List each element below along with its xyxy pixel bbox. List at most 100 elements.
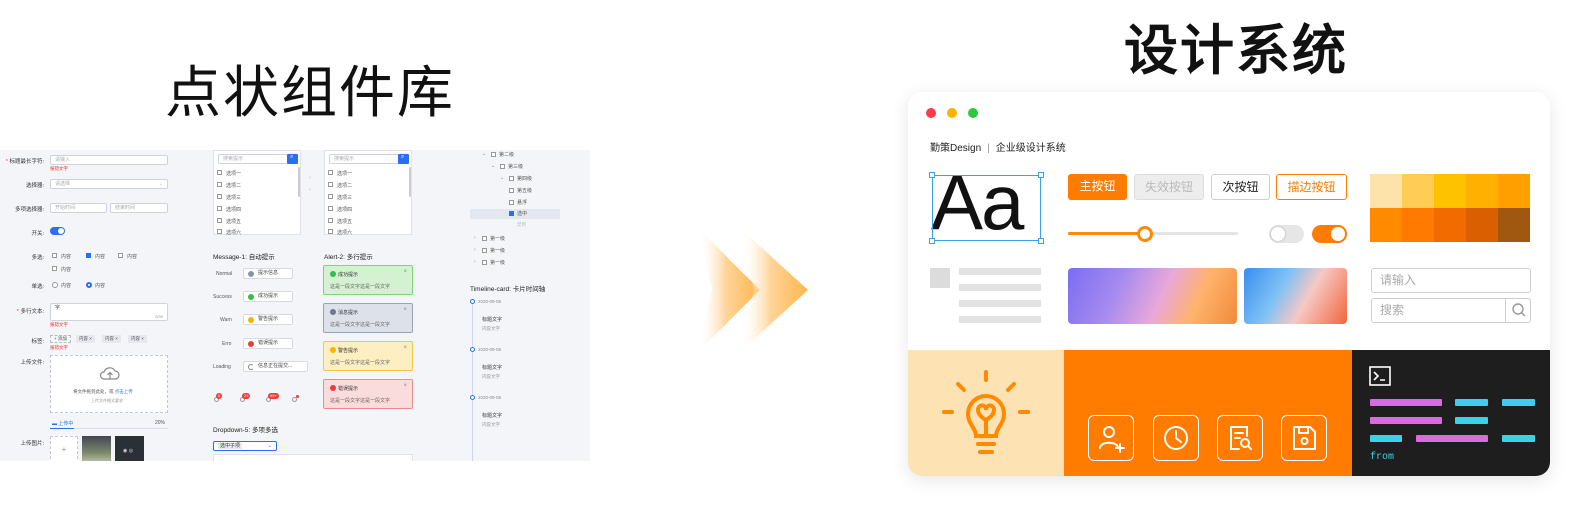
resize-handle[interactable] — [929, 238, 935, 244]
tree-checkbox[interactable] — [509, 188, 514, 193]
list-item[interactable]: 选项六 — [226, 230, 242, 236]
range-end-input[interactable]: 结束时间 — [110, 203, 168, 213]
list-item[interactable]: 选项三 — [337, 195, 353, 201]
toggle-on[interactable] — [1312, 225, 1347, 243]
checkbox-checked[interactable] — [86, 253, 91, 258]
search-button[interactable]: ⌕ — [287, 154, 298, 164]
tree-node[interactable]: 第四级 — [517, 176, 533, 182]
add-tag-button[interactable]: + 添加 — [50, 335, 71, 343]
tree-node-hover[interactable]: 悬浮 — [517, 200, 528, 206]
tree-node[interactable]: 第一级 — [490, 236, 506, 242]
close-icon[interactable]: × — [403, 383, 407, 389]
document-search-button[interactable] — [1217, 415, 1263, 461]
list-checkbox[interactable] — [217, 229, 222, 234]
search-input[interactable]: 搜索 — [1371, 298, 1531, 323]
window-minimize-dot[interactable] — [947, 108, 957, 118]
list-search-input[interactable]: 搜索提示 — [329, 154, 399, 164]
outline-button[interactable]: 描边按钮 — [1276, 174, 1347, 200]
tree-selected-row[interactable] — [470, 209, 560, 219]
list-item[interactable]: 选项二 — [337, 183, 353, 189]
select-input[interactable]: 请选择⌄ — [50, 179, 168, 189]
list-checkbox[interactable] — [328, 170, 333, 175]
resize-handle[interactable] — [1038, 172, 1044, 178]
tree-node-selected[interactable]: 选中 — [517, 211, 528, 217]
resize-handle[interactable] — [929, 172, 935, 178]
list-item[interactable]: 选项五 — [337, 219, 353, 225]
window-maximize-dot[interactable] — [968, 108, 978, 118]
add-image-button[interactable]: + — [50, 436, 78, 461]
tree-collapse-icon[interactable]: › — [474, 259, 476, 265]
list-item[interactable]: 选项六 — [337, 230, 353, 236]
tree-checkbox[interactable] — [491, 152, 496, 157]
toggle-off[interactable] — [1269, 225, 1304, 243]
tag[interactable]: 内容 × — [102, 335, 121, 343]
list-checkbox[interactable] — [217, 206, 222, 211]
secondary-button[interactable]: 次按钮 — [1211, 174, 1270, 200]
transfer-left-icon[interactable]: ‹ — [309, 187, 311, 193]
selection-box[interactable] — [932, 175, 1041, 241]
list-checkbox[interactable] — [217, 170, 222, 175]
list-item[interactable]: 选项一 — [226, 171, 242, 177]
search-button[interactable]: ⌕ — [398, 154, 409, 164]
tree-checkbox-checked[interactable] — [509, 211, 514, 216]
search-button[interactable] — [1505, 298, 1531, 323]
tree-checkbox[interactable] — [509, 176, 514, 181]
tree-checkbox[interactable] — [482, 248, 487, 253]
tree-node[interactable]: 第二级 — [499, 152, 515, 158]
tree-expand-icon[interactable]: ⌄ — [500, 175, 505, 181]
upload-link[interactable]: 点击上传 — [114, 389, 133, 394]
list-item[interactable]: 选项三 — [226, 195, 242, 201]
resize-handle[interactable] — [1038, 238, 1044, 244]
dropdown-select[interactable]: 选中子项⌄ — [213, 441, 277, 451]
close-icon[interactable]: × — [403, 307, 407, 313]
list-checkbox[interactable] — [328, 218, 333, 223]
radio-selected[interactable] — [86, 282, 92, 288]
tree-node[interactable]: 第五级 — [517, 188, 533, 194]
tree-collapse-icon[interactable]: › — [474, 235, 476, 241]
tree-checkbox[interactable] — [500, 164, 505, 169]
bell-icon[interactable] — [292, 397, 297, 402]
text-input[interactable]: 请输入 — [1371, 268, 1531, 293]
switch-toggle[interactable] — [50, 227, 65, 235]
list-search-input[interactable]: 搜索提示 — [218, 154, 288, 164]
tree-checkbox[interactable] — [509, 200, 514, 205]
tree-node[interactable]: 第三级 — [508, 164, 524, 170]
add-user-button[interactable] — [1088, 415, 1134, 461]
list-item[interactable]: 选项二 — [226, 183, 242, 189]
image-thumbnail[interactable]: ◉ ◎ — [115, 436, 144, 461]
tree-checkbox[interactable] — [482, 260, 487, 265]
scrollbar[interactable] — [409, 167, 411, 197]
radio[interactable] — [52, 282, 58, 288]
upload-dropzone[interactable]: 将文件拖到此处，或 点击上传 上传文件格式要求 — [50, 355, 168, 413]
tree-expand-icon[interactable]: ⌄ — [491, 163, 496, 169]
checkbox[interactable] — [52, 266, 57, 271]
list-checkbox[interactable] — [328, 206, 333, 211]
list-checkbox[interactable] — [217, 194, 222, 199]
checkbox[interactable] — [52, 253, 57, 258]
close-icon[interactable]: × — [403, 269, 407, 275]
transfer-right-icon[interactable]: › — [309, 175, 311, 181]
list-checkbox[interactable] — [217, 218, 222, 223]
scrollbar[interactable] — [298, 167, 300, 197]
primary-button[interactable]: 主按钮 — [1068, 174, 1127, 200]
tree-checkbox[interactable] — [482, 236, 487, 241]
tree-collapse-icon[interactable]: › — [474, 247, 476, 253]
slider-handle[interactable] — [1136, 226, 1153, 242]
list-item[interactable]: 选项四 — [337, 207, 353, 213]
list-checkbox[interactable] — [328, 194, 333, 199]
preview-icon[interactable]: ◉ ◎ — [123, 448, 134, 454]
tree-node[interactable]: 第一级 — [490, 248, 506, 254]
list-checkbox[interactable] — [217, 182, 222, 187]
history-button[interactable] — [1153, 415, 1199, 461]
slider-track[interactable] — [1068, 232, 1238, 235]
close-icon[interactable]: × — [403, 345, 407, 351]
list-checkbox[interactable] — [328, 229, 333, 234]
image-thumbnail[interactable] — [82, 436, 111, 461]
tree-expand-icon[interactable]: ⌄ — [482, 151, 487, 157]
list-item[interactable]: 选项四 — [226, 207, 242, 213]
tree-node[interactable]: 第一级 — [490, 260, 506, 266]
tag[interactable]: 内容 × — [128, 335, 147, 343]
tag[interactable]: 内容 × — [76, 335, 95, 343]
list-checkbox[interactable] — [328, 182, 333, 187]
